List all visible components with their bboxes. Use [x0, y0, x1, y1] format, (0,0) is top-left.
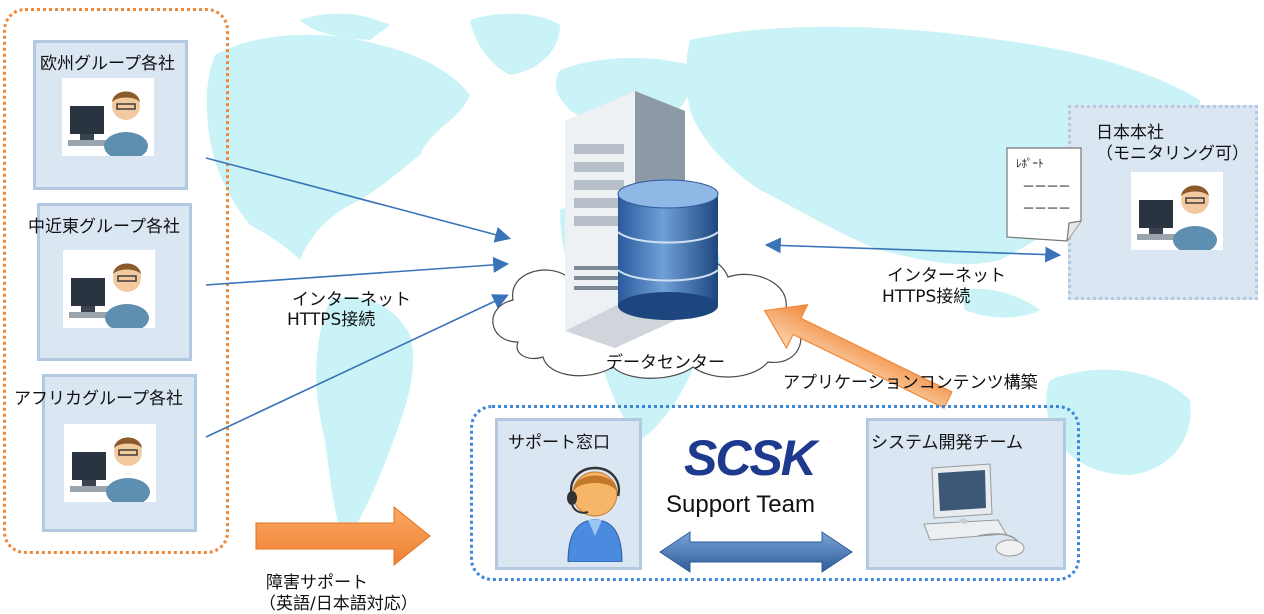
person-at-computer-icon	[62, 78, 154, 156]
hq-connection-label-1: インターネット	[887, 266, 1006, 286]
person-at-computer-icon	[1131, 172, 1223, 250]
desktop-computer-icon	[923, 463, 1025, 557]
regional-connection-label-2: HTTPS接続	[287, 310, 376, 330]
region-africa-label: アフリカグループ各社	[14, 389, 183, 409]
support-arrow-label-2: （英語/日本語対応）	[259, 594, 418, 614]
support-agent-headset-icon	[567, 466, 623, 562]
person-at-computer-icon	[64, 424, 156, 502]
region-middle-east-label: 中近東グループ各社	[28, 217, 180, 237]
regional-connection-label-1: インターネット	[292, 290, 411, 310]
person-at-computer-icon	[63, 250, 155, 328]
hq-subtitle: （モニタリング可）	[1096, 144, 1249, 164]
support-arrow-label-1: 障害サポート	[266, 573, 368, 593]
support-desk-label: サポート窓口	[508, 433, 610, 453]
support-team-frame	[470, 405, 1080, 581]
scsk-logo: SCSK	[684, 430, 817, 486]
support-arrow	[255, 505, 431, 567]
hq-connection-label-2: HTTPS接続	[882, 287, 971, 307]
support-team-label: Support Team	[666, 491, 815, 518]
report-line-2: －－－－	[1022, 202, 1071, 217]
collaboration-arrow	[659, 531, 853, 573]
regional-group-frame	[3, 8, 229, 554]
datacenter-label: データセンター	[606, 353, 725, 373]
app-build-label: アプリケーションコンテンツ構築	[783, 373, 1038, 393]
report-title: ﾚﾎﾟｰﾄ	[1016, 157, 1044, 170]
region-europe-label: 欧州グループ各社	[40, 54, 175, 74]
report-document-icon	[1006, 147, 1082, 242]
hq-title: 日本本社	[1096, 123, 1164, 143]
report-line-1: －－－－	[1022, 180, 1071, 195]
database-icon	[617, 179, 719, 320]
dev-team-label: システム開発チーム	[871, 433, 1023, 453]
